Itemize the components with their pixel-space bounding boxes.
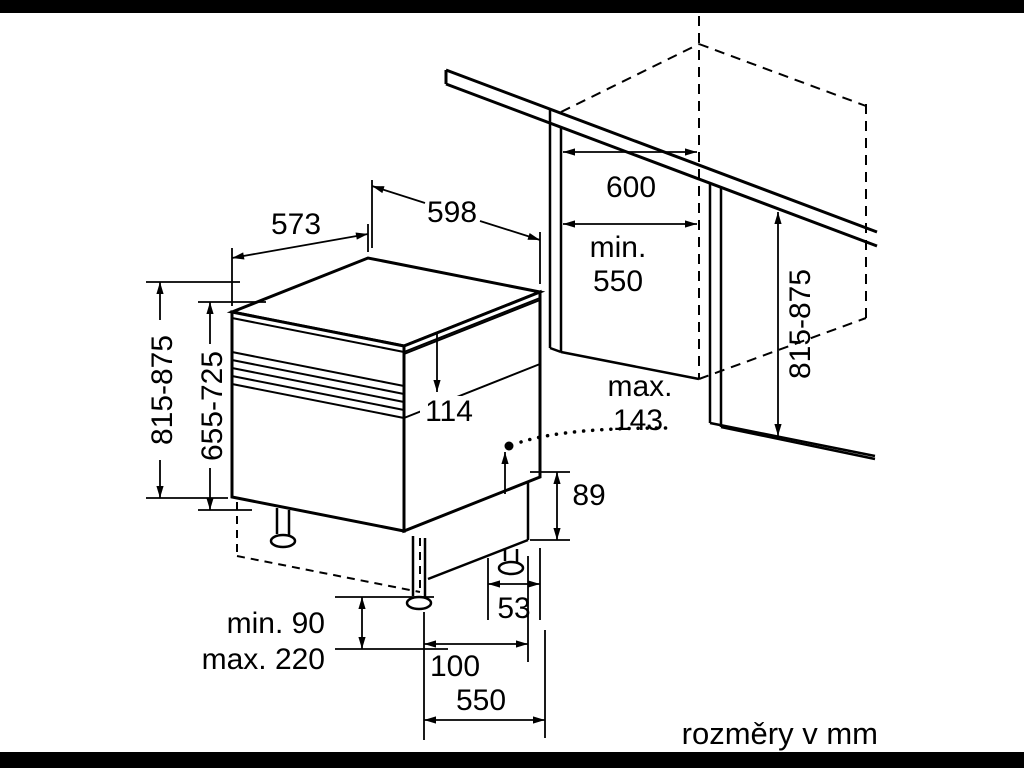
foot-right <box>497 548 525 576</box>
dim-max-143 <box>504 426 668 451</box>
cabinet-side-wall <box>708 183 876 461</box>
dim-label-598: 598 <box>427 196 477 229</box>
door-front-face <box>230 310 406 533</box>
units-caption: rozměry v mm <box>682 716 878 751</box>
letterbox-top <box>0 0 1024 13</box>
plinth-dashed <box>236 502 421 593</box>
dim-label-89: 89 <box>572 479 605 512</box>
dim-label-573: 573 <box>271 208 321 241</box>
niche-left-wall <box>548 109 700 381</box>
dim-label-550: 550 <box>456 684 506 717</box>
dim-label-niche-550: 550 <box>593 265 643 298</box>
dim-feet-range <box>335 596 448 650</box>
dim-label-height-left-total: 815-875 <box>146 335 179 445</box>
dim-label-niche-min: min. <box>590 231 647 264</box>
dim-53 <box>487 548 541 620</box>
dim-label-100: 100 <box>430 650 480 683</box>
letterbox-bottom <box>0 752 1024 768</box>
dim-label-53: 53 <box>497 592 530 625</box>
dotted-leader <box>519 426 668 444</box>
dim-label-feet-min: min. 90 <box>227 607 325 640</box>
dim-550-bottom <box>424 630 546 738</box>
dim-label-height-right: 815-875 <box>784 269 817 379</box>
dim-label-feet-max: max. 220 <box>202 643 325 676</box>
dim-label-max: max. <box>607 370 672 403</box>
dim-label-height-left-body: 655-725 <box>196 351 229 461</box>
dim-label-114: 114 <box>425 395 473 428</box>
dim-label-600: 600 <box>606 171 656 204</box>
dim-598 <box>371 180 541 284</box>
label-backing <box>420 396 478 426</box>
reference-dot <box>504 441 514 451</box>
dim-89 <box>530 471 570 541</box>
dim-815-875-left <box>146 281 240 499</box>
niche-dashed-box <box>560 16 867 380</box>
dim-114 <box>433 334 509 494</box>
dim-655-725 <box>198 301 266 511</box>
dim-label-143: 143 <box>613 404 663 437</box>
dishwasher-feet <box>269 508 525 611</box>
control-panel-hatch <box>231 351 405 419</box>
plinth-side <box>427 482 530 581</box>
dim-573 <box>231 224 369 306</box>
worktop <box>444 68 878 248</box>
foot-left <box>269 508 297 549</box>
